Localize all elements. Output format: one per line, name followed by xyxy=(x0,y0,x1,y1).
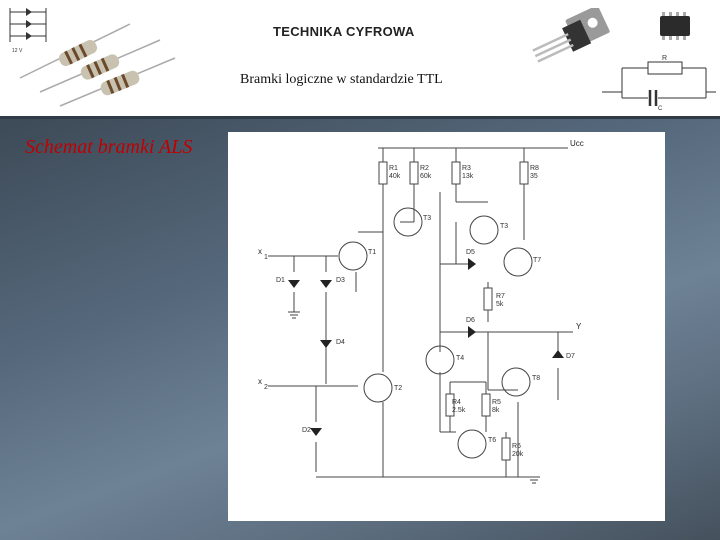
input1-label: x xyxy=(258,247,262,256)
resistors-image xyxy=(19,23,176,107)
diode-logic-icon: 12 V xyxy=(9,8,47,54)
output-label: Y xyxy=(576,322,582,331)
r2-name: R2 xyxy=(420,165,429,172)
input2-sub: 2 xyxy=(264,384,268,391)
r3-value: 13k xyxy=(462,173,474,180)
input1-sub: 1 xyxy=(264,254,268,261)
rc-resistor-label: R xyxy=(662,55,667,62)
r4-name: R4 xyxy=(452,399,461,406)
t2-label: T2 xyxy=(394,385,402,392)
t6-label: T6 xyxy=(488,437,496,444)
r1-value: 40k xyxy=(389,173,401,180)
rc-capacitor-label: C xyxy=(658,106,663,112)
d2-label: D2 xyxy=(302,427,311,434)
r7-name: R7 xyxy=(496,293,505,300)
slide-title: Schemat bramki ALS xyxy=(25,136,193,158)
header-divider xyxy=(0,116,720,119)
t7-label: T7 xyxy=(533,257,541,264)
t1-label: T1 xyxy=(368,249,376,256)
r3-name: R3 xyxy=(462,165,471,172)
header-subtitle: Bramki logiczne w standardzie TTL xyxy=(240,72,443,87)
r5-name: R5 xyxy=(492,399,501,406)
r8-value: 35 xyxy=(530,173,538,180)
d7-label: D7 xyxy=(566,353,575,360)
als-gate-schematic: Ucc Y x 1 x 2 R1 40k R2 60k R3 13k R8 35… xyxy=(228,132,665,521)
d5-label: D5 xyxy=(466,249,475,256)
input2-label: x xyxy=(258,377,262,386)
d6-label: D6 xyxy=(466,317,475,324)
t4-label: T4 xyxy=(456,355,464,362)
d3-label: D3 xyxy=(336,277,345,284)
d4-label: D4 xyxy=(336,339,345,346)
r8-name: R8 xyxy=(530,165,539,172)
r1-name: R1 xyxy=(389,165,398,172)
t3-label: T3 xyxy=(423,215,431,222)
t3b-label: T3 xyxy=(500,223,508,230)
header-title: TECHNIKA CYFROWA xyxy=(273,24,415,39)
r6-name: R6 xyxy=(512,443,521,450)
r2-value: 60k xyxy=(420,173,432,180)
voltage-label: 12 V xyxy=(12,48,23,54)
r7-value: 5k xyxy=(496,301,504,308)
d1-label: D1 xyxy=(276,277,285,284)
r6-value: 20k xyxy=(512,451,524,458)
power-transistor-image xyxy=(532,8,610,63)
r5-value: 8k xyxy=(492,407,500,414)
slide-header: 12 V TECHNIKA CYFROWA Bram xyxy=(0,0,720,118)
r4-value: 2.5k xyxy=(452,407,466,414)
smd-chip-image xyxy=(660,12,690,40)
supply-label: Ucc xyxy=(570,139,584,148)
t8-label: T8 xyxy=(532,375,540,382)
rc-circuit-icon: R C xyxy=(602,55,716,112)
